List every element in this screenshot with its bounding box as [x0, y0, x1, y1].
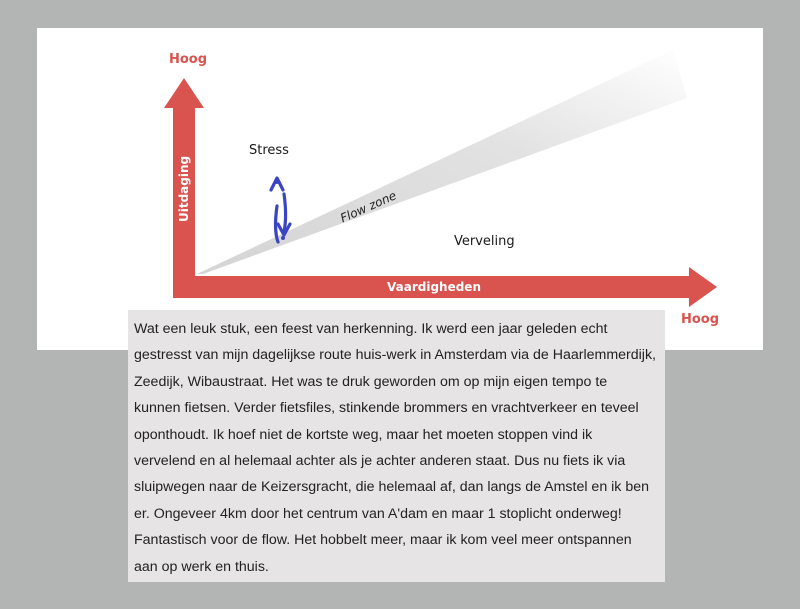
y-high-label: Hoog: [169, 52, 208, 67]
y-axis: [164, 78, 204, 298]
up-down-arrows-icon: [269, 176, 292, 244]
x-high-label: Hoog: [681, 312, 720, 327]
y-axis-label: Uitdaging: [177, 155, 191, 222]
comment-text: Wat een leuk stuk, een feest van herkenn…: [134, 321, 656, 575]
x-axis-label: Vaardigheden: [387, 280, 481, 294]
flow-diagram: [164, 50, 717, 307]
comment-box: Wat een leuk stuk, een feest van herkenn…: [128, 310, 665, 582]
x-axis: [173, 267, 717, 307]
diagram-panel: Hoog Uitdaging Vaardigheden Stress Verve…: [37, 28, 763, 350]
boredom-label: Verveling: [454, 234, 515, 249]
flow-zone-band: [197, 50, 687, 274]
stress-label: Stress: [249, 143, 289, 158]
